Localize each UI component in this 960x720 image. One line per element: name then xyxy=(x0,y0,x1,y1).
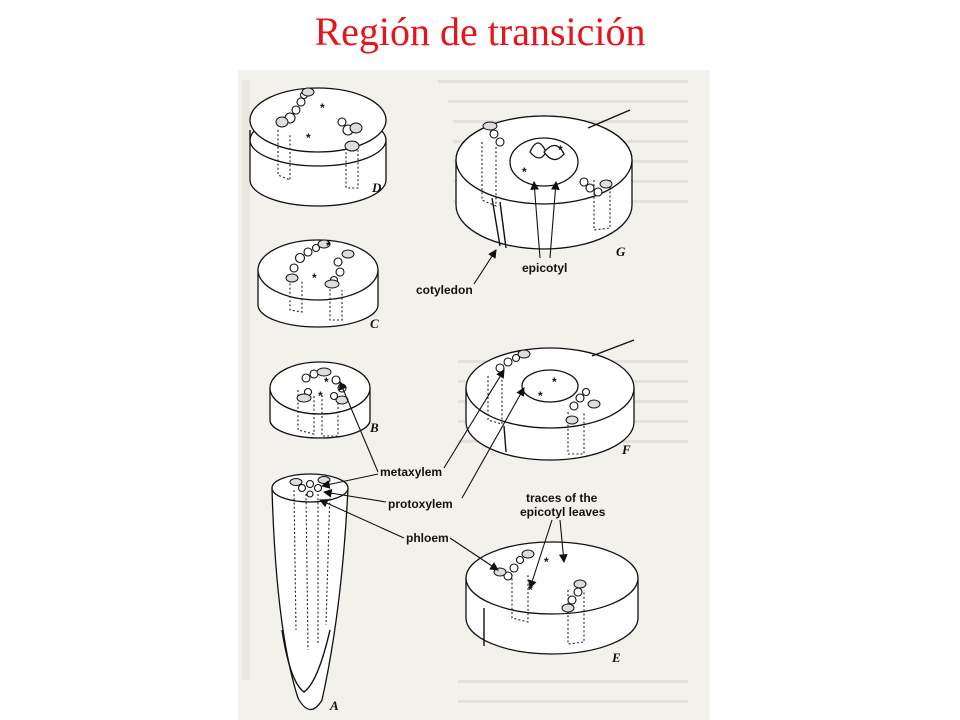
label-protoxylem: protoxylem xyxy=(388,497,453,511)
vascular-transition-diagram: * * D * * C * xyxy=(242,80,688,713)
svg-text:*: * xyxy=(522,165,527,179)
panel-label-b: B xyxy=(369,420,379,435)
panel-label-c: C xyxy=(370,316,379,331)
panel-label-e: E xyxy=(611,650,621,665)
label-phloem: phloem xyxy=(406,531,449,545)
label-metaxylem: metaxylem xyxy=(380,465,442,479)
svg-text:*: * xyxy=(324,375,329,389)
label-traces-line2: epicotyl leaves xyxy=(520,505,606,519)
panel-label-f: F xyxy=(621,442,631,457)
svg-text:*: * xyxy=(544,555,549,569)
seedling-section-g: * * G xyxy=(455,109,633,259)
svg-text:*: * xyxy=(326,239,331,253)
panel-label-d: D xyxy=(371,180,382,195)
seedling-section-f: * * F xyxy=(465,339,635,461)
svg-text:*: * xyxy=(528,583,533,597)
svg-text:*: * xyxy=(538,389,543,403)
disc-d: * * D xyxy=(249,87,387,207)
label-epicotyl: epicotyl xyxy=(522,261,567,275)
panel-label-a: A xyxy=(329,698,339,713)
svg-text:*: * xyxy=(312,271,317,285)
svg-text:*: * xyxy=(318,389,323,403)
disc-b: * * B xyxy=(269,361,379,439)
root-tip-a: A xyxy=(271,473,349,713)
seedling-section-e: * * E xyxy=(465,541,639,665)
panel-label-g: G xyxy=(616,244,626,259)
svg-text:*: * xyxy=(552,375,557,389)
label-traces-line1: traces of the xyxy=(526,491,598,505)
disc-c: * * C xyxy=(257,239,379,331)
label-cotyledon: cotyledon xyxy=(416,283,473,297)
svg-text:*: * xyxy=(320,101,325,115)
svg-text:*: * xyxy=(558,143,563,157)
svg-text:*: * xyxy=(306,131,311,145)
transition-region-figure: * * D * * C * xyxy=(238,70,710,720)
slide-title: Región de transición xyxy=(314,9,646,54)
